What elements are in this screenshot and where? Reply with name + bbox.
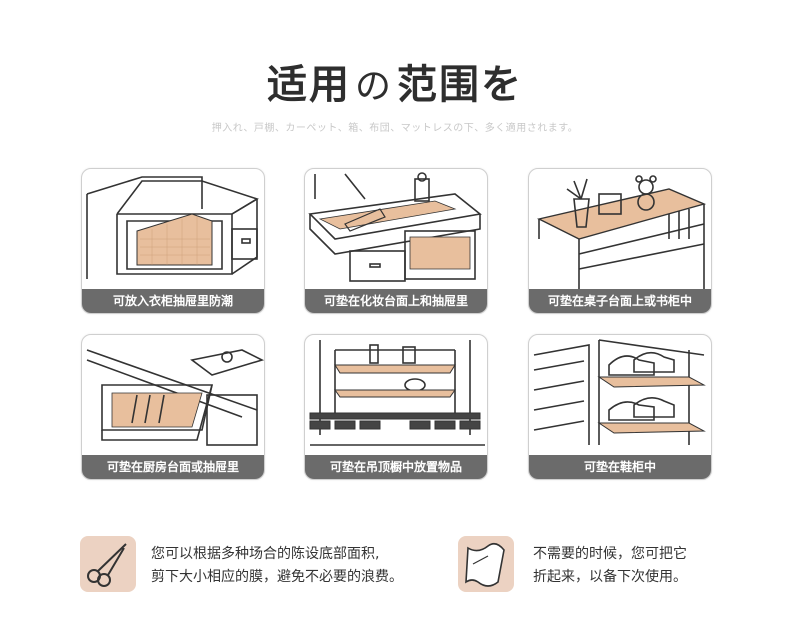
shoe-cabinet-icon	[533, 339, 706, 445]
usage-card-bookshelf: 可垫在桌子台面上或书柜中	[528, 168, 712, 314]
card-caption: 可垫在吊顶橱中放置物品	[305, 455, 487, 479]
usage-card-wall-cabinet: 可垫在吊顶橱中放置物品	[304, 334, 488, 480]
wall-cabinet-icon	[309, 340, 485, 446]
drawer-icon	[86, 176, 259, 279]
tip-line: 剪下大小相应的膜，避免不必要的浪费。	[151, 569, 403, 585]
card-caption: 可放入衣柜抽屉里防潮	[82, 289, 264, 313]
tip-line: 您可以根据多种场合的陈设底部面积,	[151, 546, 380, 562]
tip-line: 折起来，以备下次使用。	[533, 569, 687, 585]
usage-card-wardrobe-drawer: 可放入衣柜抽屉里防潮	[81, 168, 265, 314]
card-caption: 可垫在化妆台面上和抽屉里	[305, 289, 487, 313]
bookshelf-icon	[536, 175, 707, 289]
title-part-2: 范围を	[397, 62, 523, 108]
folded-sheet-icon	[458, 536, 514, 592]
card-caption: 可垫在鞋柜中	[529, 455, 711, 479]
page-subtitle: 押入れ、戸棚、カーペット、箱、布団、マットレスの下、多く適用されます。	[211, 123, 579, 134]
card-caption: 可垫在桌子台面上或书柜中	[529, 289, 711, 313]
card-caption: 可垫在厨房台面或抽屉里	[82, 455, 264, 479]
usage-card-kitchen: 可垫在厨房台面或抽屉里	[81, 334, 265, 480]
tip-fold-away: 不需要的时候，您可把它 折起来，以备下次使用。	[533, 543, 687, 589]
vanity-table-icon	[308, 172, 482, 282]
title-part-1: 适用	[266, 62, 351, 108]
scissors-icon	[80, 536, 136, 592]
tip-cut-to-size: 您可以根据多种场合的陈设底部面积, 剪下大小相应的膜，避免不必要的浪费。	[151, 543, 403, 589]
tip-line: 不需要的时候，您可把它	[533, 546, 687, 562]
usage-card-shoe-cabinet: 可垫在鞋柜中	[528, 334, 712, 480]
kitchen-drawer-icon	[86, 349, 264, 446]
title-particle: の	[354, 66, 393, 107]
page-title: 适用の范围を	[0, 52, 790, 110]
usage-card-vanity: 可垫在化妆台面上和抽屉里	[304, 168, 488, 314]
